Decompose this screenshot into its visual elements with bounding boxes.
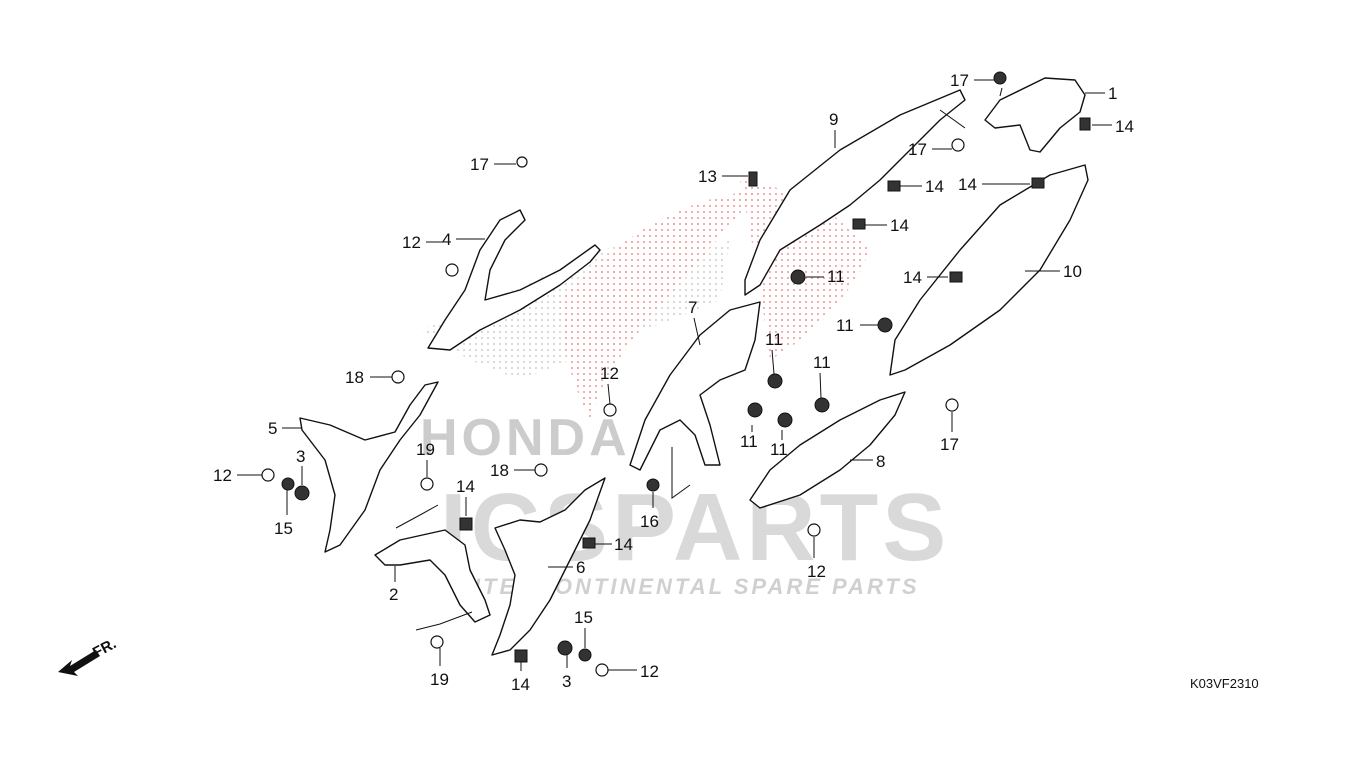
callout-number: 6 (576, 558, 585, 577)
callout-number: 11 (836, 316, 854, 335)
callout-number: 11 (770, 440, 788, 459)
callout-18: 18 (345, 368, 392, 387)
callout-number: 18 (490, 461, 509, 480)
callout-14: 14 (1092, 117, 1134, 136)
callout-15: 15 (274, 490, 293, 538)
callout-12: 12 (402, 233, 446, 252)
callout-7: 7 (688, 298, 701, 346)
callout-number: 3 (296, 447, 305, 466)
callout-number: 11 (765, 330, 783, 349)
callout-1: 1 (1085, 84, 1117, 103)
callout-17: 17 (940, 412, 959, 454)
callout-number: 11 (813, 353, 831, 372)
callout-17: 17 (470, 155, 516, 174)
callout-number: 17 (470, 155, 489, 174)
callout-number: 15 (574, 608, 593, 627)
callout-13: 13 (698, 167, 748, 186)
callout-12: 12 (213, 466, 262, 485)
callout-number: 13 (698, 167, 717, 186)
callout-14: 14 (865, 216, 909, 235)
callout-12: 12 (608, 662, 659, 681)
callout-15: 15 (574, 608, 593, 648)
part-2-stay (374, 529, 491, 623)
callout-number: 19 (430, 670, 449, 689)
callout-11: 11 (813, 353, 831, 399)
callout-12: 12 (807, 537, 826, 581)
callout-9: 9 (829, 110, 838, 148)
callout-number: 17 (908, 140, 927, 159)
callout-number: 9 (829, 110, 838, 129)
callout-number: 15 (274, 519, 293, 538)
callout-19: 19 (430, 648, 449, 689)
callout-14: 14 (903, 268, 948, 287)
callout-number: 3 (562, 672, 571, 691)
callout-number: 14 (925, 177, 944, 196)
callout-number: 2 (389, 585, 398, 604)
callout-14: 14 (958, 175, 1030, 194)
callout-number: 12 (402, 233, 421, 252)
callout-number: 4 (442, 230, 451, 249)
callout-number: 19 (416, 440, 435, 459)
callout-4: 4 (442, 230, 485, 249)
callout-11: 11 (765, 330, 783, 375)
callout-17: 17 (950, 71, 994, 90)
callout-19: 19 (416, 440, 435, 477)
callout-17: 17 (908, 140, 952, 159)
callout-number: 11 (827, 267, 845, 286)
callout-number: 14 (456, 477, 475, 496)
hardware (261, 71, 1091, 677)
part-4-under-cowl (427, 209, 601, 351)
callouts: 1 14 17 17 9 14 14 14 13 17 4 12 11 14 1… (213, 71, 1134, 694)
callout-number: 14 (1115, 117, 1134, 136)
callout-number: 14 (614, 535, 633, 554)
callout-number: 12 (640, 662, 659, 681)
diagram-code: K03VF2310 (1190, 676, 1259, 691)
callout-11: 11 (806, 267, 845, 286)
part-9-side-cover-left (744, 89, 966, 296)
callout-number: 14 (511, 675, 530, 694)
callout-14: 14 (511, 662, 530, 694)
honda-wordmark: HONDA (420, 409, 631, 467)
callout-number: 11 (740, 432, 758, 451)
callout-number: 17 (940, 435, 959, 454)
callout-number: 7 (688, 298, 697, 317)
callout-18: 18 (490, 461, 535, 480)
part-8-lower-panel (749, 391, 906, 509)
callout-number: 12 (600, 364, 619, 383)
callout-number: 16 (640, 512, 659, 531)
callout-3: 3 (296, 447, 305, 485)
callout-16: 16 (640, 492, 659, 531)
callout-number: 14 (890, 216, 909, 235)
callout-2: 2 (389, 566, 398, 604)
part-5-left-cover (299, 381, 439, 553)
front-direction-arrow: FR. (58, 635, 119, 676)
part-1-rear-cover (984, 77, 1086, 153)
callout-12: 12 (600, 364, 619, 405)
callout-11: 11 (836, 316, 878, 335)
callout-number: 14 (903, 268, 922, 287)
callout-11: 11 (770, 430, 788, 459)
callout-number: 1 (1108, 84, 1117, 103)
callout-number: 17 (950, 71, 969, 90)
callout-number: 18 (345, 368, 364, 387)
callout-14: 14 (595, 535, 633, 554)
callout-5: 5 (268, 419, 302, 438)
callout-number: 8 (876, 452, 885, 471)
callout-number: 14 (958, 175, 977, 194)
callout-11: 11 (740, 425, 758, 451)
callout-8: 8 (850, 452, 885, 471)
part-7-inner-bracket (629, 301, 761, 471)
callout-10: 10 (1025, 262, 1082, 281)
callout-number: 12 (213, 466, 232, 485)
callout-14: 14 (900, 177, 944, 196)
callout-number: 10 (1063, 262, 1082, 281)
callout-number: 5 (268, 419, 277, 438)
callout-number: 12 (807, 562, 826, 581)
callout-6: 6 (548, 558, 585, 577)
callout-3: 3 (562, 655, 571, 691)
part-10-side-cover-right (889, 164, 1089, 376)
callout-14: 14 (456, 477, 475, 516)
